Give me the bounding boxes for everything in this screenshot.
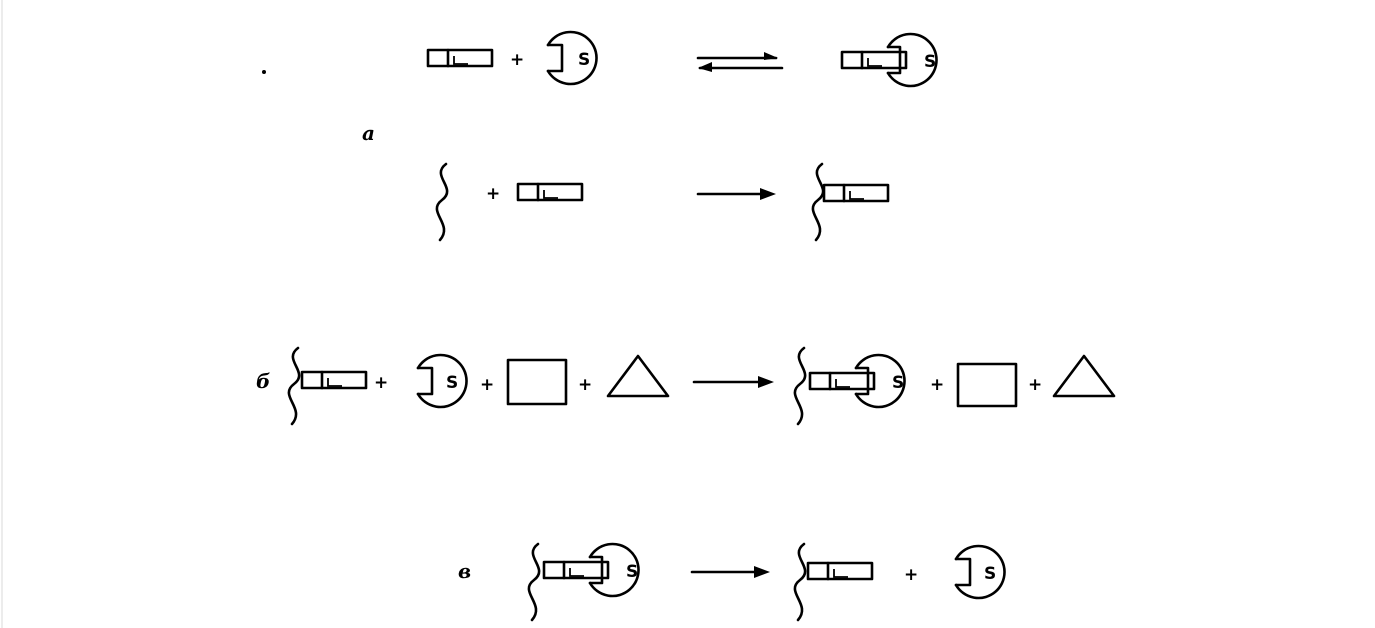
complex-b <box>808 353 906 409</box>
complex-a1 <box>840 32 938 88</box>
plus-sign: + <box>486 184 500 204</box>
enzyme-s-label: S <box>446 373 458 393</box>
plus-sign: + <box>578 375 592 395</box>
chain-a2-product <box>811 162 825 242</box>
plus-sign: + <box>930 375 944 395</box>
plus-sign: + <box>510 50 524 70</box>
enzyme-s-label: S <box>984 564 996 584</box>
enzyme-v-product <box>954 544 1006 600</box>
enzyme-b <box>416 353 468 409</box>
ligand-a1 <box>426 48 494 68</box>
chain-b <box>287 346 301 426</box>
plus-sign: + <box>480 375 494 395</box>
enzyme-s-label: S <box>626 562 638 582</box>
forward-arrow <box>696 188 776 200</box>
label-v: в <box>458 559 471 583</box>
forward-arrow <box>692 376 774 388</box>
reaction-b: + S + + S + + <box>287 346 1116 426</box>
enzyme-s-label: S <box>578 50 590 70</box>
reaction-v: S + S <box>527 542 1006 622</box>
triangle-b-product <box>1052 354 1116 398</box>
ligand-v-product <box>806 561 874 581</box>
ligand-a2-product <box>822 183 890 203</box>
reaction-a1: + S S <box>426 30 938 88</box>
chain-v-product <box>793 542 807 622</box>
chain-b-product <box>793 346 807 426</box>
label-b: б <box>256 369 270 393</box>
reaction-a2: + <box>435 162 890 242</box>
square-b-product <box>956 362 1018 408</box>
plus-sign: + <box>374 373 388 393</box>
forward-arrow <box>690 566 770 578</box>
enzyme-s-label: S <box>924 52 936 72</box>
chain-v <box>527 542 541 622</box>
triangle-b <box>606 354 670 398</box>
stray-dot <box>262 70 266 74</box>
ligand-a2 <box>516 182 584 202</box>
complex-v <box>542 542 640 598</box>
square-b <box>506 358 568 406</box>
plus-sign: + <box>1028 375 1042 395</box>
enzyme-s-label: S <box>892 373 904 393</box>
reversible-arrow <box>696 52 784 72</box>
plus-sign: + <box>904 565 918 585</box>
ligand-b <box>300 370 368 390</box>
chain-a2 <box>435 162 449 242</box>
label-a: a <box>362 121 375 145</box>
